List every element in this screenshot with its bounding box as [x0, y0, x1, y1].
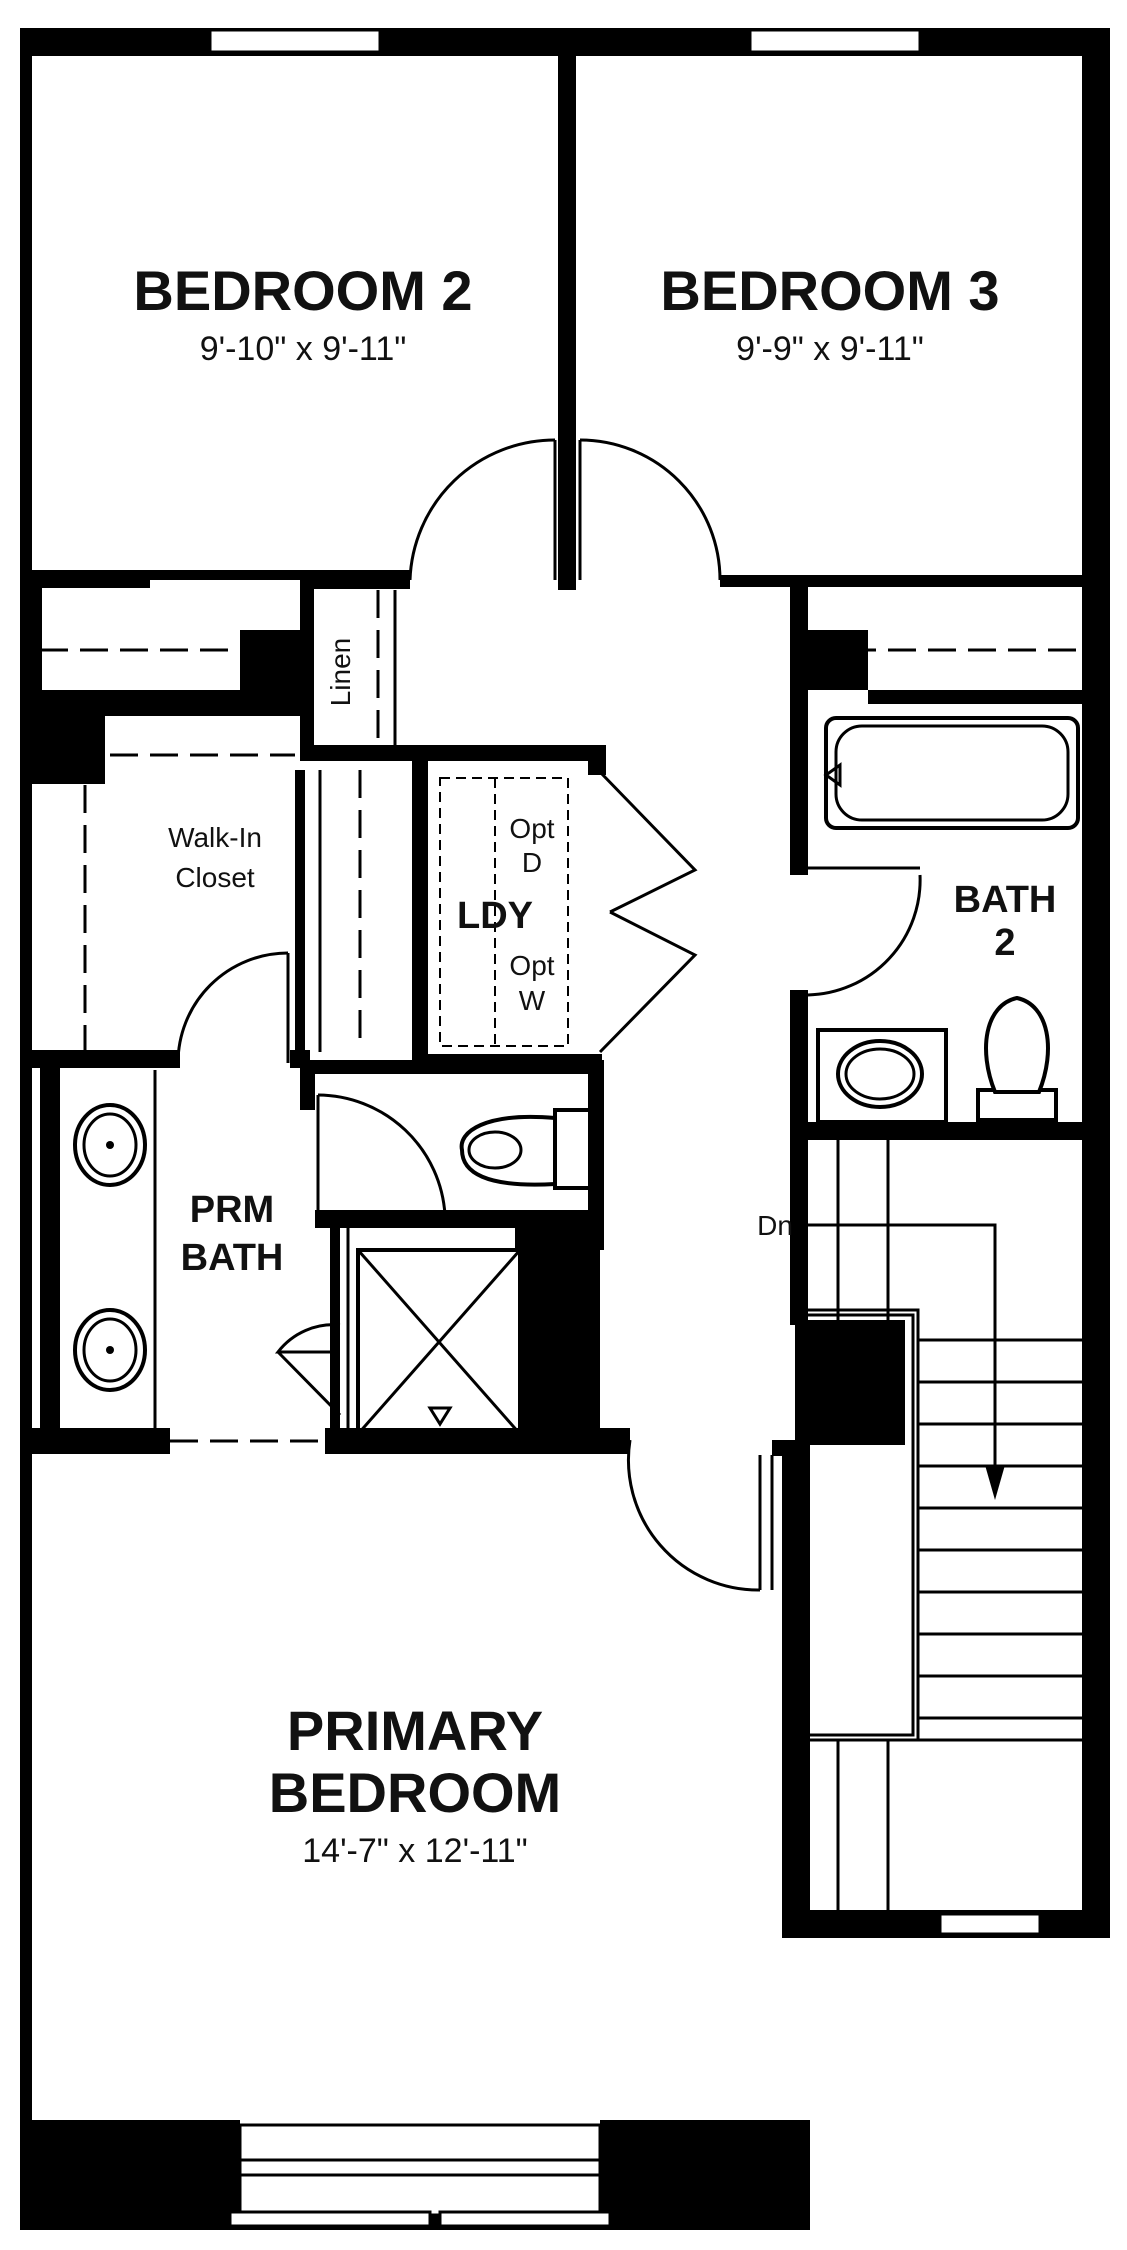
prm-bath-label-line1: PRM — [190, 1189, 274, 1231]
bedroom2-closet — [30, 570, 410, 784]
prm-bath-label-line2: BATH — [181, 1237, 284, 1279]
laundry-opt-top-line1: Opt — [509, 813, 554, 844]
bath2-label-line2: 2 — [994, 922, 1015, 964]
bedroom3-dims: 9'-9" x 9'-11" — [736, 330, 924, 368]
primary-name-line1: PRIMARY — [287, 1699, 543, 1762]
bedroom2-dims: 9'-10" x 9'-11" — [200, 330, 407, 368]
bedroom3-door — [578, 438, 722, 581]
primary-name-line2: BEDROOM — [269, 1761, 561, 1824]
room-labels: BEDROOM 2 9'-10" x 9'-11" BEDROOM 3 9'-9… — [133, 259, 1056, 1870]
stairs-down-label: Dn — [757, 1210, 793, 1241]
bedroom2-door — [408, 438, 557, 581]
primary-bedroom-window — [225, 2123, 612, 2228]
linen-label: Linen — [325, 638, 356, 707]
bedroom3-closet — [720, 575, 1100, 875]
primary-dims: 14'-7" x 12'-11" — [302, 1832, 528, 1870]
laundry-opt-bottom-line2: W — [519, 985, 546, 1016]
laundry-label: LDY — [457, 895, 533, 937]
bedroom3-name: BEDROOM 3 — [660, 259, 999, 322]
bedroom-partition — [558, 50, 576, 590]
top-windows — [208, 28, 922, 54]
bath2-label-line1: BATH — [954, 879, 1057, 921]
walkin-label-line2: Closet — [175, 862, 255, 893]
laundry-opt-bottom-line1: Opt — [509, 950, 554, 981]
primary-bath — [30, 1060, 630, 1454]
staircase — [790, 1125, 1085, 1936]
walkin-label-line1: Walk-In — [168, 822, 262, 853]
exterior-walls — [20, 28, 1110, 2230]
bath2 — [790, 690, 1110, 1140]
bedroom2-name: BEDROOM 2 — [133, 259, 472, 322]
laundry-opt-top-line2: D — [522, 847, 542, 878]
walk-in-closet — [30, 704, 362, 1068]
